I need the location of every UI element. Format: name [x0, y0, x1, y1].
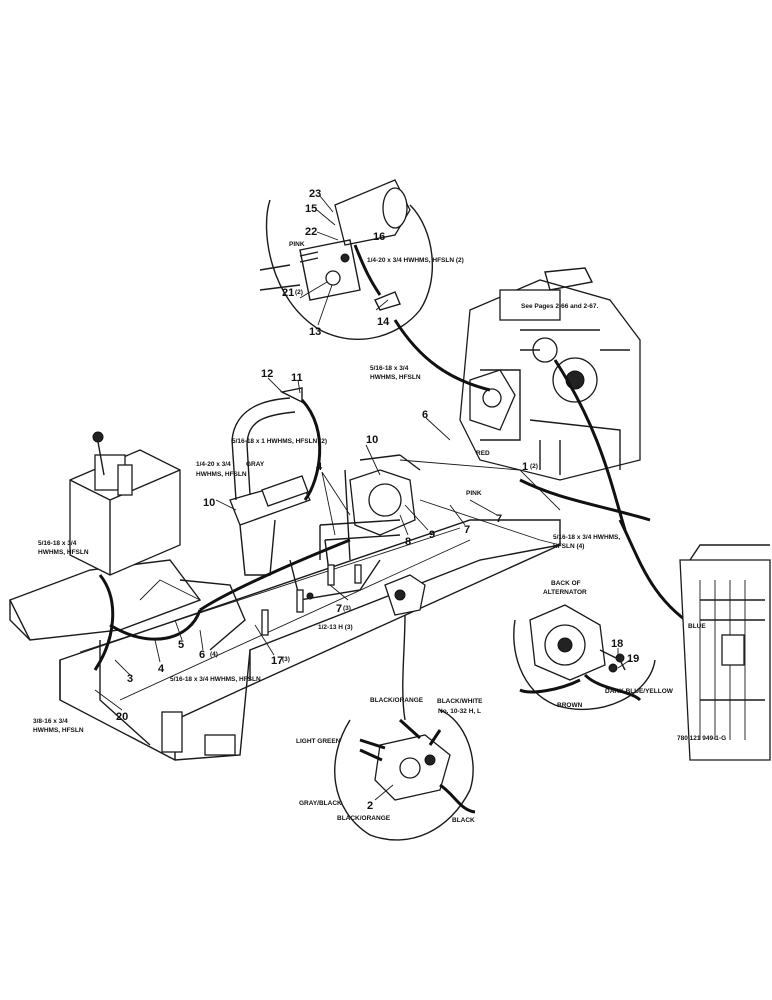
callout-19: 19: [627, 653, 639, 665]
callout-17: 17: [271, 655, 283, 667]
frame-bolt-label: 5/16-18 x 1 HWHMS, HFSLN (2): [232, 438, 327, 445]
callout-2: 2: [367, 800, 373, 812]
hardware-labels: 1/4-20 x 3/4 HWHMS, HFSLN (2) See Pages …: [33, 257, 726, 742]
callout-21: 21: [282, 287, 294, 299]
callout-10-right: 10: [366, 434, 378, 446]
inset-titles: BACK OF ALTERNATOR: [543, 580, 587, 596]
starter: [469, 369, 516, 431]
top-inset-bolt-label: 1/4-20 x 3/4 HWHMS, HFSLN (2): [367, 257, 464, 264]
callout-1: 1: [522, 461, 528, 473]
callout-1-qty: (2): [530, 463, 538, 470]
wire-label-pink-top: PINK: [289, 241, 305, 248]
wire-label-brown: BROWN: [557, 702, 583, 709]
callout-3: 3: [127, 673, 133, 685]
callout-12: 12: [261, 368, 273, 380]
callout-14: 14: [377, 316, 390, 328]
callout-23: 23: [309, 188, 321, 200]
relay-box: [344, 454, 421, 561]
wire-label-blue: BLUE: [688, 623, 706, 630]
left-bolt-label-2: HWHMS, HFSLN: [38, 549, 89, 556]
bottom-left-bolt-label-2: HWHMS, HFSLN: [33, 727, 84, 734]
callout-6-qty: (4): [210, 651, 218, 658]
callout-11: 11: [291, 372, 303, 384]
wire-label-black-orange-bottom: BLACK/ORANGE: [337, 815, 391, 822]
callout-5: 5: [178, 639, 184, 651]
harness: [261, 519, 401, 636]
wire-label-dark-blue-yellow: DARK BLUE/YELLOW: [605, 688, 674, 695]
screw-label: No. 10-32 H, L: [438, 708, 481, 715]
engine: [459, 267, 641, 531]
callout-16: 16: [373, 231, 385, 243]
callout-6-top: 6: [422, 409, 428, 421]
callout-7-c: 7: [336, 603, 342, 615]
bracket-assembly: [229, 387, 322, 576]
callout-20: 20: [116, 711, 128, 723]
callout-numbers: 23 15 16 22 21 (2) 13 14 12 11 10 10 4 8…: [116, 188, 639, 812]
drawing-number: 780 121 949-1-G: [677, 735, 726, 742]
callout-18: 18: [611, 638, 623, 650]
callout-13: 13: [309, 326, 321, 338]
callout-22: 22: [305, 226, 317, 238]
wire-label-black-orange-top: BLACK/ORANGE: [370, 697, 424, 704]
right-panel: [679, 544, 771, 761]
callout-9: 9: [429, 529, 435, 541]
alternator-title-2: ALTERNATOR: [543, 589, 587, 596]
leader-lines: [94, 195, 631, 801]
solenoid-block: [384, 574, 426, 616]
top-inset: [259, 179, 491, 392]
wire-label-gray-black: GRAY/BLACK: [299, 800, 342, 807]
callout-4-bottom: 4: [158, 663, 165, 675]
bottom-left-bolt-label-1: 3/8-16 x 3/4: [33, 718, 68, 725]
callout-4-top: 4: [316, 461, 323, 473]
alternator-title-1: BACK OF: [551, 580, 581, 587]
left-bolt-label-1: 5/16-18 x 3/4: [38, 540, 77, 547]
callout-21-qty: (2): [295, 289, 303, 296]
callout-15: 15: [305, 203, 317, 215]
callout-10-left: 10: [203, 497, 215, 509]
callout-7-b: 7: [496, 513, 502, 525]
alternator-inset: [513, 604, 656, 711]
nut-label: 1/2-13 H (3): [318, 624, 353, 631]
wire-label-gray: GRAY: [246, 461, 265, 468]
wire-label-pink-mid: PINK: [466, 490, 482, 497]
right-bolt-label-2: HFSLN (4): [553, 543, 584, 550]
callout-7-a: 7: [464, 524, 470, 536]
wire-label-red: RED: [476, 450, 490, 457]
callout-7-qty: (3): [343, 605, 351, 612]
knob-icon: [92, 431, 104, 443]
callout-17-qty: (3): [282, 656, 290, 663]
bracket-bolt-label-1: 1/4-20 x 3/4: [196, 461, 231, 468]
right-bolt-label-1: 5/16-18 x 3/4 HWHMS,: [553, 534, 620, 541]
see-pages-note: See Pages 2-66 and 2-67.: [521, 303, 599, 310]
wire-label-light-green: LIGHT GREEN: [296, 738, 341, 745]
lower-bolt-label: 5/16-18 x 3/4 HWHMS, HFSLN: [170, 676, 261, 683]
bracket-bolt-label-2: HWHMS, HFSLN: [196, 471, 247, 478]
engine-bolt-label-1: 5/16-18 x 3/4: [370, 365, 409, 372]
callout-8: 8: [405, 536, 411, 548]
wire-label-black: BLACK: [452, 817, 475, 824]
wire-color-labels: PINK GRAY RED PINK BLUE DARK BLUE/YELLOW…: [246, 241, 706, 824]
engine-bolt-label-2: HWHMS, HFSLN: [370, 374, 421, 381]
wire-label-black-white: BLACK/WHITE: [437, 698, 483, 705]
bottom-inset: [334, 614, 476, 841]
console: [69, 431, 181, 576]
callout-6-bottom: 6: [199, 649, 205, 661]
